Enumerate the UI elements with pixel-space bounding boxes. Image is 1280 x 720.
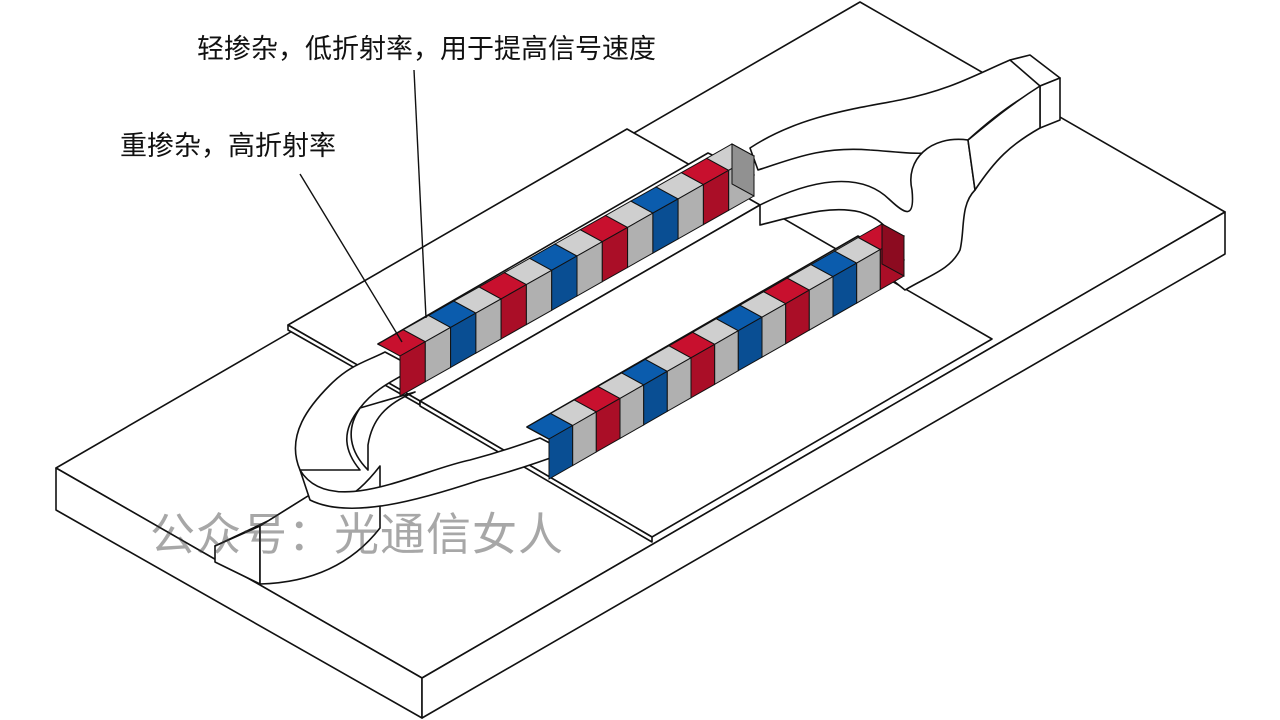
output-splitter-lower-bend — [759, 138, 976, 291]
input-splitter-inner-wall — [350, 391, 416, 471]
electrode-pad-bottom-edge — [419, 400, 653, 543]
output-waveguide-side — [967, 85, 1041, 191]
top-arm-segments — [376, 143, 756, 397]
heavy-doping-label: 重掺杂，高折射率 — [120, 131, 336, 162]
leader-line-heavy — [299, 173, 403, 343]
substrate-right-face — [421, 211, 1226, 719]
light-doping-label: 轻掺杂，低折射率，用于提高信号速度 — [197, 34, 656, 65]
leader-line-light — [413, 69, 427, 319]
segment-end-face — [731, 143, 755, 197]
watermark-text: 公众号：光通信女人 — [150, 508, 565, 561]
input-splitter-upper-bend — [294, 351, 416, 471]
segment-end-face — [881, 223, 905, 277]
output-waveguide-front — [1039, 77, 1061, 129]
bottom-arm-segments — [525, 223, 906, 480]
